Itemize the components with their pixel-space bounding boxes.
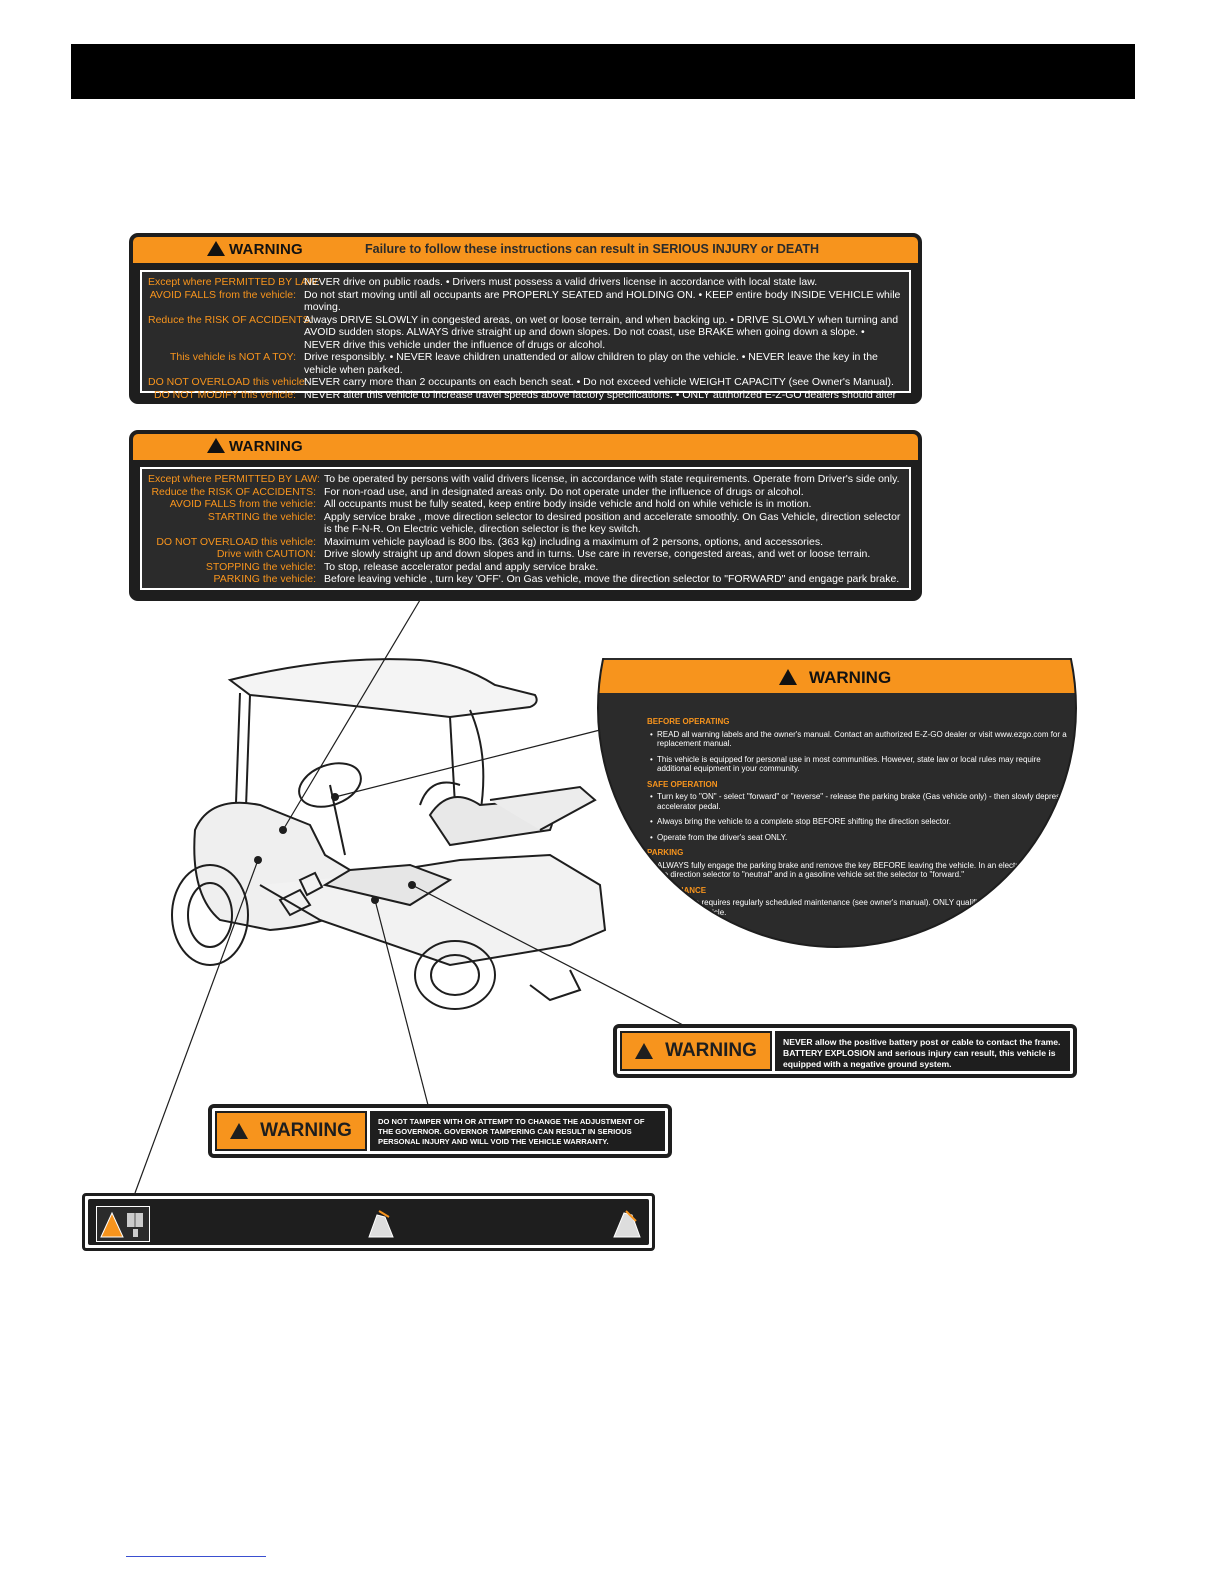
warning-row-key: STARTING the vehicle:: [207, 510, 316, 523]
warning-label-circular: WARNING BEFORE OPERATING READ all warning…: [597, 658, 1077, 984]
warning-label-body: Except where PERMITTED BY LAW:NEVER driv…: [140, 270, 911, 400]
warning-row-text: Drive responsibly. • NEVER leave childre…: [304, 351, 878, 376]
warning-row-key: This vehicle is NOT A TOY:: [169, 351, 296, 363]
warning-row-key: Except where PERMITTED BY LAW:: [148, 276, 320, 288]
warning-label-header: WARNING: [133, 434, 918, 460]
warning-triangle-icon: [207, 438, 225, 453]
warning-row-key: DO NOT MODIFY this vehicle:: [154, 388, 296, 401]
warning-row-text: For non-road use, and in designated area…: [324, 485, 804, 498]
warning-triangle-icon: [779, 669, 797, 685]
circular-label-text: BEFORE OPERATING READ all warning labels …: [647, 715, 1067, 923]
warning-row-text: All occupants must be fully seated, keep…: [324, 498, 812, 510]
warning-row-text: Maximum vehicle payload is 800 lbs. (363…: [324, 535, 823, 548]
pedal-label-inner: [88, 1199, 649, 1245]
circular-bullet: Turn key to "ON" - select "forward" or "…: [647, 792, 1067, 811]
warning-label-governor: WARNING DO NOT TAMPER WITH OR ATTEMPT TO…: [208, 1104, 672, 1158]
warning-title: WARNING: [207, 438, 303, 455]
warning-triangle-icon: [207, 241, 225, 256]
warning-badge: WARNING: [620, 1031, 772, 1071]
warning-row: This vehicle is NOT A TOY: Drive responsi…: [148, 351, 901, 376]
warning-row-text: Always DRIVE SLOWLY in congested areas, …: [304, 313, 899, 351]
warning-row-text: To stop, release accelerator pedal and a…: [324, 560, 599, 573]
warning-row-text: NEVER carry more than 2 occupants on eac…: [304, 376, 894, 388]
warning-triangle-icon: [230, 1123, 249, 1139]
warning-word: WARNING: [260, 1120, 352, 1141]
warning-row-key: Reduce the RISK OF ACCIDENTS:: [148, 313, 313, 326]
warning-row: AVOID FALLS from the vehicle: Do not star…: [148, 289, 901, 314]
warning-row: DO NOT MODIFY this vehicle: NEVER alter t…: [148, 388, 901, 401]
warning-row-key: DO NOT OVERLOAD this vehicle:: [156, 535, 316, 548]
warning-row: STARTING the vehicle: Apply service brake…: [148, 511, 901, 536]
circular-bullet: Operate from the driver's seat ONLY.: [647, 833, 1067, 843]
warning-row-key: DO NOT OVERLOAD this vehicle:: [148, 376, 308, 388]
warning-label-serious-injury: WARNING Failure to follow these instruct…: [129, 233, 922, 404]
warning-subhead: Failure to follow these instructions can…: [365, 242, 820, 256]
warning-row-key: Drive with CAUTION:: [216, 548, 316, 560]
warning-row-text: To be operated by persons with valid dri…: [324, 473, 900, 485]
warning-badge: WARNING: [215, 1111, 367, 1151]
circular-bullet: ALWAYS fully engage the parking brake an…: [647, 861, 1067, 880]
warning-row-key: Except where PERMITTED BY LAW:: [148, 473, 320, 485]
circular-label-header: WARNING: [599, 660, 1075, 693]
warning-row: Drive with CAUTION: Drive slowly straight…: [148, 548, 901, 561]
manual-warning-icon-box: [96, 1206, 150, 1242]
circular-section-title: SAFE OPERATION: [647, 779, 718, 789]
pedal-label: [82, 1193, 655, 1251]
circular-label-body: WARNING BEFORE OPERATING READ all warning…: [597, 658, 1077, 948]
warning-row-key: STOPPING the vehicle:: [205, 560, 316, 573]
circular-section-title: PARKING: [647, 848, 684, 857]
battery-warning-text: NEVER allow the positive battery post or…: [775, 1031, 1070, 1071]
warning-row: Reduce the RISK OF ACCIDENTS:Always DRIV…: [148, 314, 901, 352]
warning-row: Reduce the RISK OF ACCIDENTS: For non-roa…: [148, 486, 901, 499]
warning-row: PARKING the vehicle: Before leaving vehic…: [148, 573, 901, 586]
circular-bullet: This vehicle is equipped for personal us…: [647, 755, 1067, 774]
warning-label-operation: WARNING Except where PERMITTED BY LAW: To…: [129, 430, 922, 601]
brake-pedal-icon: [368, 1210, 394, 1238]
warning-row: AVOID FALLS from the vehicle: All occupan…: [148, 498, 901, 511]
warning-word: WARNING: [809, 668, 892, 687]
warning-row-key: PARKING the vehicle:: [213, 573, 316, 585]
circular-section-title: MAINTENANCE: [647, 885, 707, 895]
warning-row-text: Before leaving vehicle , turn key 'OFF'.…: [324, 573, 900, 585]
warning-label-battery: WARNING NEVER allow the positive battery…: [613, 1024, 1077, 1078]
circular-section-title: BEFORE OPERATING: [647, 717, 730, 726]
warning-word: WARNING: [229, 241, 303, 258]
read-manual-icon: [100, 1211, 143, 1238]
warning-triangle-icon: [635, 1043, 654, 1059]
warning-row-key: AVOID FALLS from the vehicle:: [149, 288, 296, 301]
warning-label-body: Except where PERMITTED BY LAW: To be oper…: [140, 467, 911, 590]
circular-bullet: READ all warning labels and the owner's …: [647, 730, 1067, 749]
warning-row: Except where PERMITTED BY LAW: To be oper…: [148, 473, 901, 486]
governor-warning-text: DO NOT TAMPER WITH OR ATTEMPT TO CHANGE …: [370, 1111, 665, 1151]
footer-link-underline: [126, 1556, 266, 1557]
golf-cart-illustration: [171, 658, 607, 1010]
warning-row: Except where PERMITTED BY LAW:NEVER driv…: [148, 276, 901, 289]
warning-row-text: NEVER drive on public roads. • Drivers m…: [304, 276, 818, 288]
circular-bullet: Always bring the vehicle to a complete s…: [647, 817, 1067, 827]
warning-word: WARNING: [665, 1040, 757, 1061]
warning-row-text: Do not start moving until all occupants …: [304, 288, 901, 314]
warning-row-text: NEVER alter this vehicle to increase tra…: [304, 388, 897, 401]
warning-label-header: WARNING Failure to follow these instruct…: [133, 237, 918, 263]
warning-row: STOPPING the vehicle: To stop, release ac…: [148, 561, 901, 574]
warning-title: WARNING: [207, 241, 303, 258]
section-header-bar: [71, 44, 1135, 99]
circular-bullet: This vehicle requires regularly schedule…: [647, 898, 1067, 917]
warning-word: WARNING: [229, 438, 303, 455]
warning-row-text: Apply service brake , move direction sel…: [324, 510, 901, 536]
warning-row-key: Reduce the RISK OF ACCIDENTS:: [151, 485, 316, 498]
warning-title: WARNING: [779, 668, 891, 688]
warning-row-key: AVOID FALLS from the vehicle:: [169, 498, 316, 510]
warning-row: DO NOT OVERLOAD this vehicle:NEVER carry…: [148, 376, 901, 389]
warning-row: DO NOT OVERLOAD this vehicle: Maximum veh…: [148, 536, 901, 549]
accelerator-pedal-icon: [613, 1210, 641, 1238]
warning-row-text: Drive slowly straight up and down slopes…: [324, 548, 871, 560]
